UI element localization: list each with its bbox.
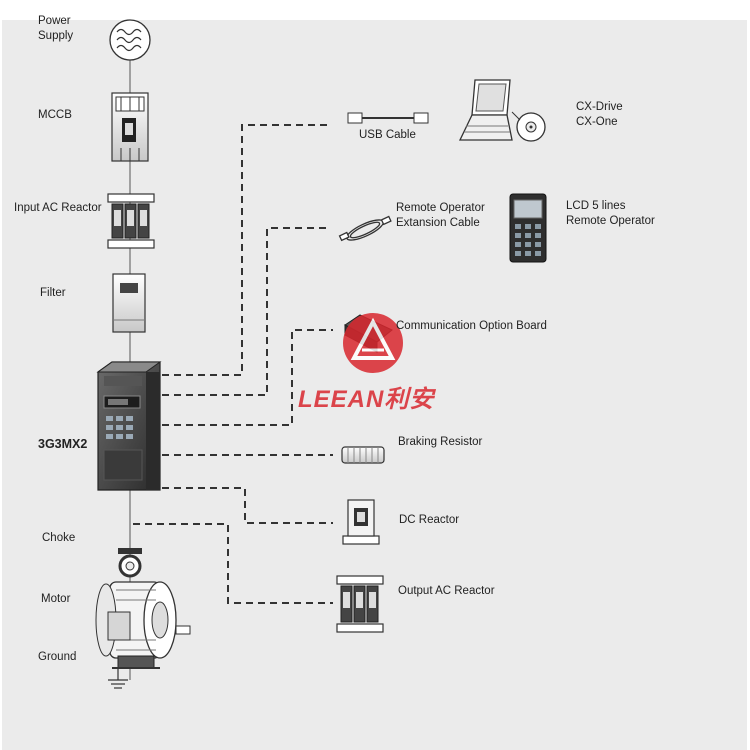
label-lcd-operator: LCD 5 lines Remote Operator bbox=[566, 200, 655, 227]
leean-watermark-text: LEEAN利安 bbox=[298, 386, 435, 413]
extension-cable-device bbox=[338, 215, 392, 242]
laptop-device bbox=[458, 79, 513, 141]
label-inverter: 3G3MX2 bbox=[38, 437, 88, 451]
braking-resistor-device bbox=[341, 446, 385, 464]
label-braking-resistor: Braking Resistor bbox=[398, 436, 483, 448]
usb-cable-device bbox=[347, 112, 429, 124]
power-supply-symbol bbox=[109, 19, 151, 61]
output-ac-reactor-device bbox=[336, 575, 384, 633]
label-filter: Filter bbox=[40, 287, 66, 299]
inverter-device bbox=[96, 361, 162, 491]
label-ground: Ground bbox=[38, 651, 77, 663]
dc-reactor-connection-line bbox=[162, 487, 333, 524]
label-comm-board: Communication Option Board bbox=[396, 320, 547, 332]
label-cx-software: CX-Drive CX-One bbox=[576, 101, 623, 128]
filter-device bbox=[112, 273, 146, 333]
label-dc-reactor: DC Reactor bbox=[399, 514, 460, 526]
comm-board-connection-line bbox=[162, 329, 333, 426]
mccb-device bbox=[111, 92, 149, 162]
cd-disc bbox=[511, 111, 546, 142]
usb-connection-line bbox=[162, 124, 330, 376]
label-remote-operator-cable: Remote Operator Extansion Cable bbox=[396, 202, 485, 229]
dashed-connections bbox=[133, 124, 333, 604]
label-usb-cable: USB Cable bbox=[359, 129, 416, 141]
lcd-operator-device bbox=[509, 193, 547, 263]
label-input-ac-reactor: Input AC Reactor bbox=[14, 202, 102, 214]
output-reactor-connection-line bbox=[133, 523, 333, 604]
label-power-supply: Power Supply bbox=[38, 15, 74, 42]
input-ac-reactor-device bbox=[107, 193, 155, 249]
choke-device bbox=[118, 548, 142, 578]
label-output-ac-reactor: Output AC Reactor bbox=[398, 585, 495, 597]
leean-logo-mark bbox=[343, 313, 403, 373]
motor-device bbox=[95, 581, 191, 669]
remote-operator-connection-line bbox=[162, 227, 330, 396]
label-mccb: MCCB bbox=[38, 109, 72, 121]
label-motor: Motor bbox=[41, 593, 71, 605]
ground-symbol bbox=[108, 668, 128, 689]
label-choke: Choke bbox=[42, 532, 76, 544]
dc-reactor-device bbox=[342, 499, 380, 545]
